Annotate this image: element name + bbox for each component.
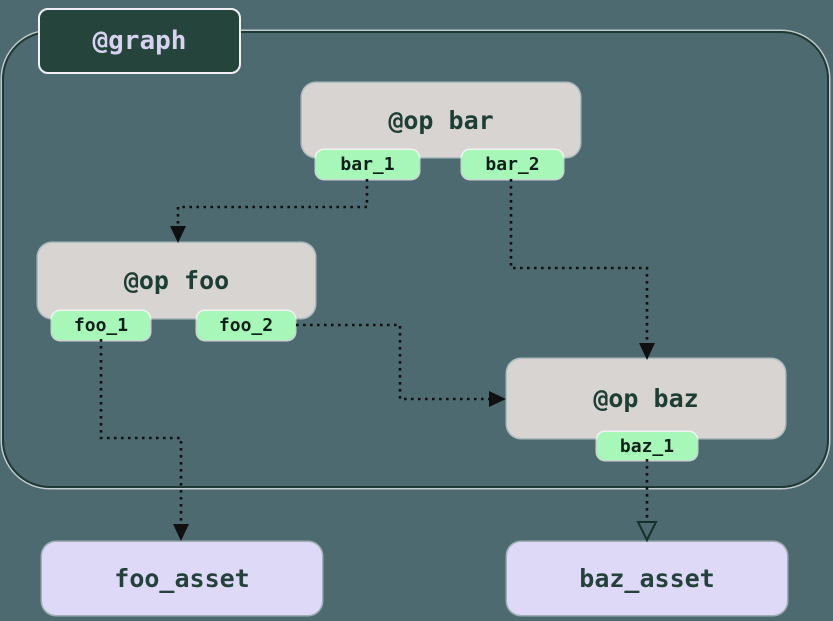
output-tag-baz-1: baz_1 (597, 432, 697, 460)
op-foo-label: @op foo (123, 266, 230, 295)
asset-node-baz: baz_asset (507, 542, 787, 615)
asset-baz-label: baz_asset (579, 564, 715, 593)
asset-foo-label: foo_asset (114, 564, 250, 593)
output-tag-foo-2: foo_2 (197, 311, 295, 340)
op-node-bar: @op bar (302, 83, 580, 157)
op-node-foo: @op foo (38, 243, 315, 318)
graph-container-border (2, 31, 829, 488)
arrowhead-baz1-to-baz-asset (636, 521, 658, 543)
graph-label-text: @graph (92, 26, 187, 56)
op-bar-label: @op bar (388, 105, 494, 135)
arrowhead-foo1-to-foo-asset (173, 524, 189, 541)
op-baz-label: @op baz (593, 384, 699, 413)
graph-label-badge: @graph (38, 8, 241, 74)
output-tag-foo-1: foo_1 (52, 311, 150, 340)
op-node-baz: @op baz (507, 359, 785, 438)
output-tag-bar-2: bar_2 (462, 150, 563, 179)
output-tag-bar-1: bar_1 (316, 150, 419, 179)
asset-node-foo: foo_asset (42, 542, 322, 615)
